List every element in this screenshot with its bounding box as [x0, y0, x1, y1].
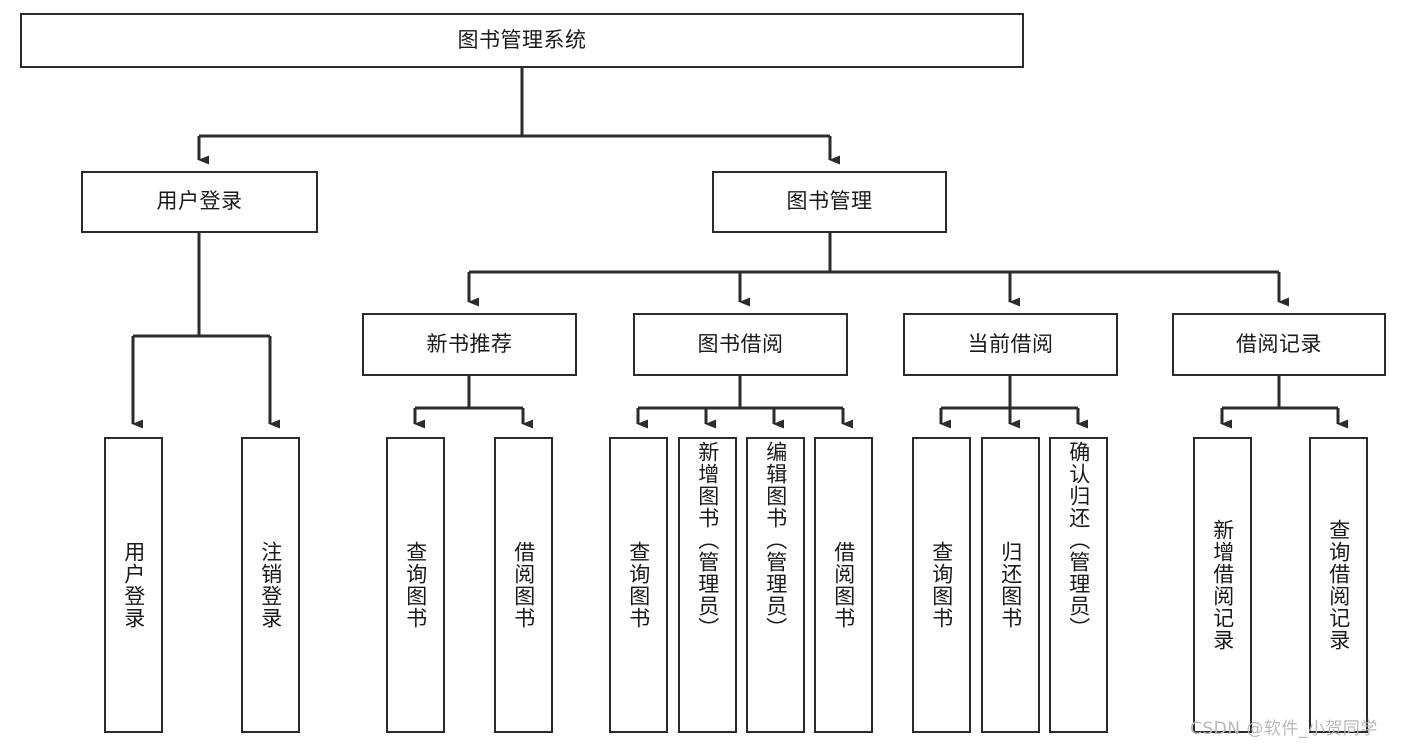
node-label: 编辑图书（管理员）	[763, 441, 788, 639]
node-label: 用户登录	[156, 189, 243, 214]
node-label: 借阅图书	[831, 541, 856, 629]
node-new-book-recommend[interactable]: 新书推荐	[362, 313, 577, 376]
node-label: 借阅图书	[511, 541, 536, 629]
node-label: 注销登录	[258, 541, 283, 629]
node-label: 用户登录	[121, 541, 146, 629]
node-label: 确认归还（管理员）	[1066, 441, 1091, 639]
leaf-user-login-login[interactable]: 用户登录	[104, 437, 163, 733]
node-current-borrow[interactable]: 当前借阅	[903, 313, 1118, 376]
leaf-borrow-record-add-record[interactable]: 新增借阅记录	[1193, 437, 1252, 733]
leaf-user-login-logout[interactable]: 注销登录	[241, 437, 300, 733]
leaf-current-borrow-query-book[interactable]: 查询图书	[912, 437, 971, 733]
node-label: 图书管理	[786, 189, 873, 214]
node-label: 借阅记录	[1236, 331, 1322, 356]
node-book-management[interactable]: 图书管理	[712, 171, 947, 233]
leaf-book-borrow-query-book[interactable]: 查询图书	[609, 437, 668, 733]
leaf-new-book-query-book[interactable]: 查询图书	[386, 437, 445, 733]
node-label: 查询图书	[626, 541, 651, 629]
node-label: 新增借阅记录	[1210, 519, 1235, 651]
node-label: 新增图书（管理员）	[695, 441, 720, 639]
leaf-current-borrow-confirm-return-admin[interactable]: 确认归还（管理员）	[1049, 437, 1108, 733]
node-root-book-management-system[interactable]: 图书管理系统	[20, 13, 1024, 68]
node-label: 图书管理系统	[457, 27, 587, 52]
node-label: 查询图书	[929, 541, 954, 629]
leaf-new-book-borrow-book[interactable]: 借阅图书	[494, 437, 553, 733]
node-label: 查询图书	[403, 541, 428, 629]
leaf-book-borrow-borrow-book[interactable]: 借阅图书	[814, 437, 873, 733]
node-user-login[interactable]: 用户登录	[81, 171, 318, 233]
node-label: 当前借阅	[967, 331, 1054, 356]
leaf-borrow-record-query-record[interactable]: 查询借阅记录	[1309, 437, 1368, 733]
node-label: 归还图书	[998, 541, 1023, 629]
node-borrow-record[interactable]: 借阅记录	[1172, 313, 1386, 376]
node-book-borrow[interactable]: 图书借阅	[633, 313, 848, 376]
node-label: 图书借阅	[697, 331, 784, 356]
leaf-current-borrow-return-book[interactable]: 归还图书	[981, 437, 1040, 733]
leaf-book-borrow-edit-book-admin[interactable]: 编辑图书（管理员）	[746, 437, 805, 733]
csdn-watermark: CSDN @软件_小贺同学	[1190, 719, 1378, 739]
leaf-book-borrow-add-book-admin[interactable]: 新增图书（管理员）	[678, 437, 737, 733]
node-label: 查询借阅记录	[1326, 519, 1351, 651]
node-label: 新书推荐	[426, 331, 513, 356]
